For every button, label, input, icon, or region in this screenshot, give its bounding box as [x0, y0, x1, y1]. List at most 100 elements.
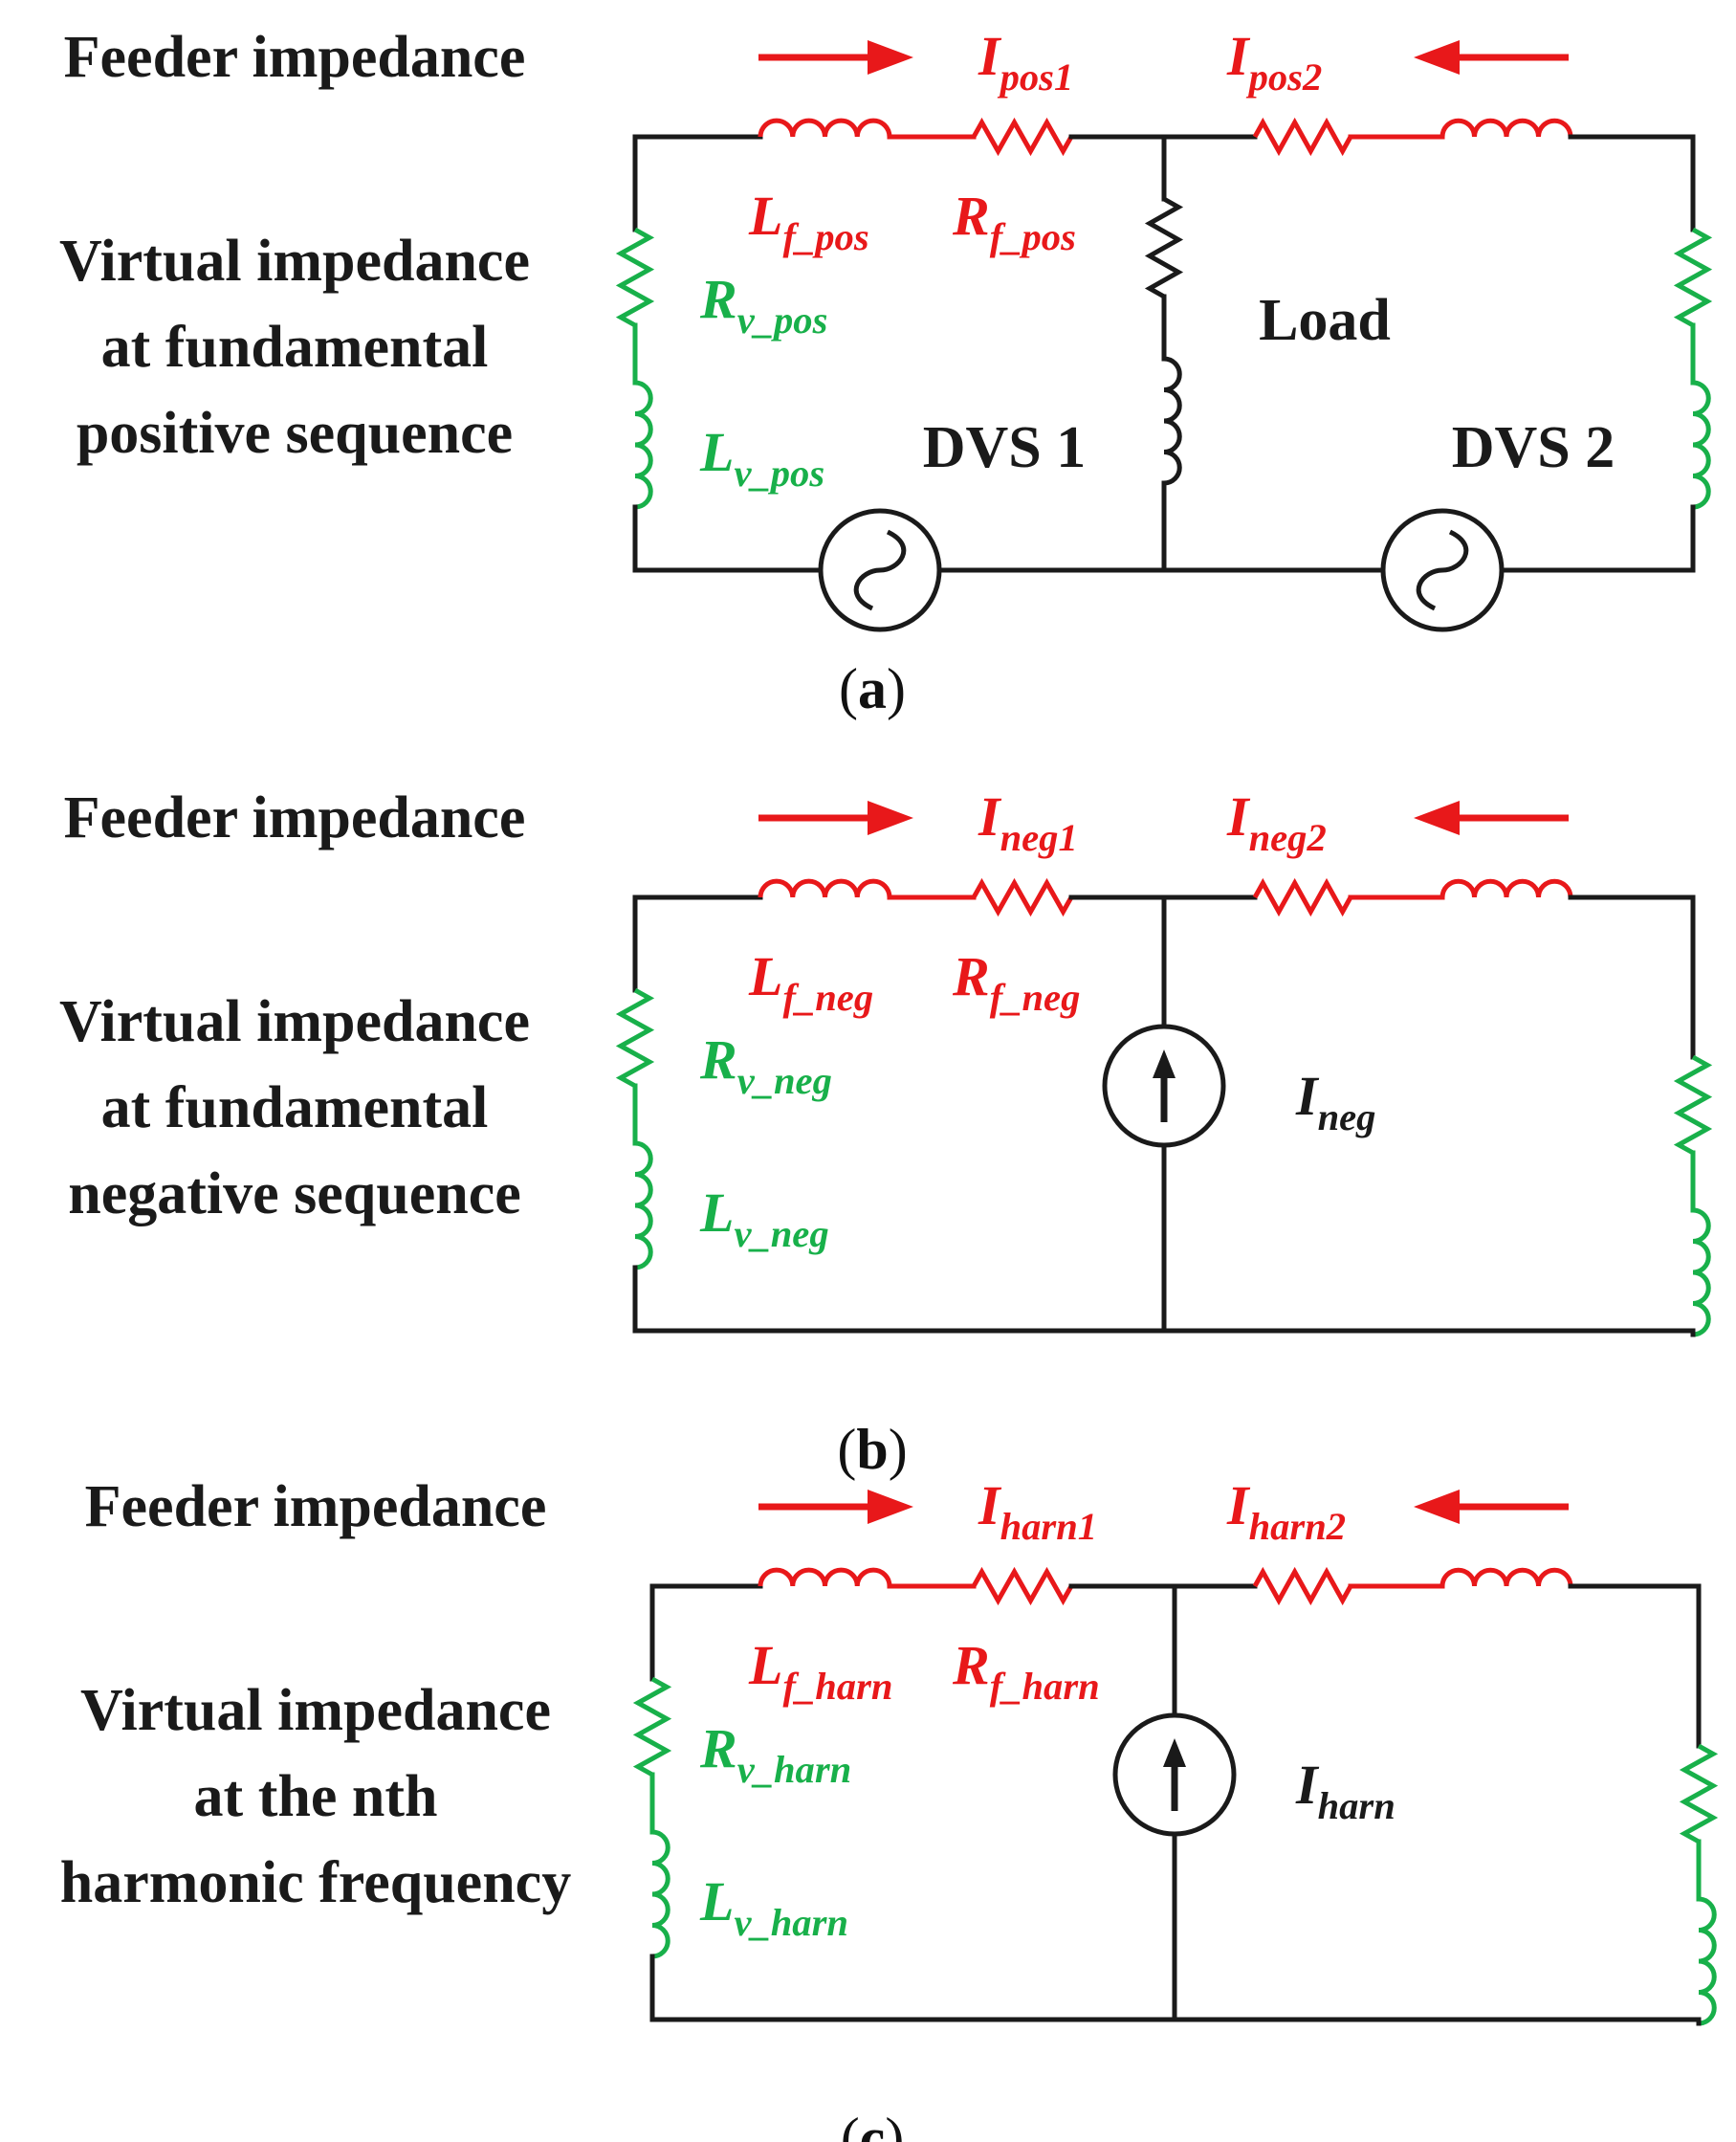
- feeder-inductor-left: [758, 1567, 892, 1587]
- current-label-1: Ipos1: [978, 25, 1073, 99]
- feeder-inductor-left: [758, 878, 892, 898]
- caption-paren-open: (: [839, 657, 858, 720]
- sine-icon: [1416, 529, 1469, 611]
- virtual-resistor-label: Rv_neg: [699, 1028, 832, 1102]
- current-arrow-left: [1414, 801, 1569, 835]
- feeder-inductor-label-sub: f_neg: [782, 976, 873, 1019]
- virtual-inductor-left: [634, 1140, 653, 1270]
- feeder-resistor-label: Rf_neg: [952, 945, 1080, 1019]
- arrow-head: [1414, 801, 1460, 835]
- load-inductor: [1163, 356, 1182, 486]
- feeder-heading: Feeder impedance: [64, 25, 526, 90]
- virtual-resistor-label-main: R: [699, 1717, 737, 1779]
- current-source-label-main: I: [1295, 1065, 1320, 1127]
- virtual-heading-line: Virtual impedance: [59, 989, 530, 1054]
- panel-caption: (c): [841, 2107, 905, 2142]
- feeder-inductor-right: [1439, 1567, 1573, 1587]
- virtual-resistor-label-sub: v_pos: [737, 298, 828, 342]
- current-label-2-main: I: [1226, 1474, 1251, 1536]
- virtual-resistor-right: [1679, 1743, 1719, 1844]
- caption-paren-open: (: [837, 1418, 856, 1481]
- virtual-inductor-label-main: L: [699, 421, 734, 483]
- virtual-resistor-label-main: R: [699, 1028, 737, 1091]
- virtual-heading-line: Virtual impedance: [80, 1678, 551, 1743]
- current-label-2-sub: harn2: [1249, 1505, 1347, 1548]
- arrow-head: [868, 801, 913, 835]
- current-arrow-left: [1414, 40, 1569, 75]
- virtual-inductor-right: [1698, 1896, 1717, 2026]
- feeder-resistor-label-main: R: [952, 185, 990, 247]
- virtual-inductor-label-sub: v_pos: [734, 452, 824, 495]
- caption-paren-open: (: [841, 2107, 860, 2142]
- virtual-resistor-right: [1673, 227, 1713, 328]
- current-label-1-sub: neg1: [1000, 816, 1078, 859]
- feeder-inductor-label-main: L: [748, 185, 782, 247]
- current-label-2-main: I: [1226, 785, 1251, 848]
- current-source-label: Ineg: [1295, 1065, 1375, 1138]
- feeder-resistor-left: [971, 1566, 1074, 1606]
- virtual-inductor-label-sub: v_harn: [734, 1901, 848, 1944]
- current-label-1: Iharn1: [978, 1474, 1097, 1548]
- arrow-up-icon: [1153, 1049, 1176, 1078]
- panel-caption: (b): [837, 1418, 907, 1481]
- virtual-heading-line: harmonic frequency: [60, 1850, 571, 1915]
- virtual-inductor-label: Lv_pos: [699, 421, 824, 495]
- current-arrow-right: [758, 801, 913, 835]
- current-source-label-sub: harn: [1318, 1784, 1395, 1827]
- current-label-1: Ineg1: [978, 785, 1078, 859]
- current-arrow-left: [1414, 1490, 1569, 1524]
- feeder-resistor-left: [971, 117, 1074, 157]
- virtual-heading-line: at fundamental: [101, 1075, 489, 1140]
- feeder-resistor-left: [971, 877, 1074, 917]
- feeder-heading: Feeder impedance: [85, 1474, 547, 1539]
- feeder-inductor-label: Lf_harn: [748, 1634, 892, 1708]
- virtual-heading-line: at fundamental: [101, 315, 489, 380]
- arrow-head: [868, 1490, 913, 1524]
- current-label-2: Iharn2: [1226, 1474, 1346, 1548]
- dvs1-label: DVS 1: [923, 415, 1087, 480]
- feeder-resistor-label-main: R: [952, 945, 990, 1007]
- current-label-2-main: I: [1226, 25, 1251, 87]
- feeder-heading: Feeder impedance: [64, 785, 526, 850]
- sine-icon: [853, 529, 907, 611]
- virtual-inductor-label-sub: v_neg: [734, 1212, 828, 1255]
- caption-paren-close: ): [885, 2107, 904, 2142]
- virtual-inductor-left: [634, 380, 653, 510]
- virtual-heading-line: positive sequence: [77, 401, 513, 466]
- feeder-inductor-right: [1439, 118, 1573, 138]
- feeder-inductor-label-main: L: [748, 945, 782, 1007]
- virtual-heading-line: negative sequence: [68, 1161, 521, 1226]
- current-source-label: Iharn: [1295, 1754, 1395, 1827]
- current-label-1-main: I: [978, 25, 1002, 87]
- arrow-up-icon: [1163, 1738, 1186, 1767]
- load-resistor: [1144, 196, 1184, 299]
- feeder-resistor-label-sub: f_pos: [990, 215, 1076, 258]
- caption-letter: b: [856, 1418, 888, 1481]
- virtual-resistor-label-sub: v_neg: [737, 1059, 832, 1102]
- feeder-inductor-right: [1439, 878, 1573, 898]
- feeder-inductor-label-main: L: [748, 1634, 782, 1696]
- current-label-2-sub: pos2: [1246, 55, 1323, 99]
- virtual-resistor-left: [615, 227, 655, 328]
- virtual-resistor-left: [632, 1676, 672, 1778]
- caption-paren-close: ): [889, 1418, 908, 1481]
- feeder-resistor-label: Rf_harn: [952, 1634, 1100, 1708]
- feeder-resistor-right: [1252, 877, 1353, 917]
- current-label-1-main: I: [978, 785, 1002, 848]
- dvs2-label: DVS 2: [1452, 415, 1615, 480]
- current-label-1-sub: pos1: [998, 55, 1074, 99]
- current-label-1-sub: harn1: [1000, 1505, 1098, 1548]
- feeder-resistor-label-sub: f_neg: [990, 976, 1081, 1019]
- virtual-resistor-label-main: R: [699, 268, 737, 330]
- virtual-inductor-label-main: L: [699, 1870, 734, 1932]
- virtual-resistor-left: [615, 987, 655, 1089]
- virtual-inductor-right: [1692, 380, 1711, 510]
- virtual-inductor-label-main: L: [699, 1181, 734, 1244]
- current-label-2: Ineg2: [1226, 785, 1327, 859]
- virtual-resistor-label: Rv_pos: [699, 268, 827, 342]
- virtual-inductor-label: Lv_harn: [699, 1870, 848, 1944]
